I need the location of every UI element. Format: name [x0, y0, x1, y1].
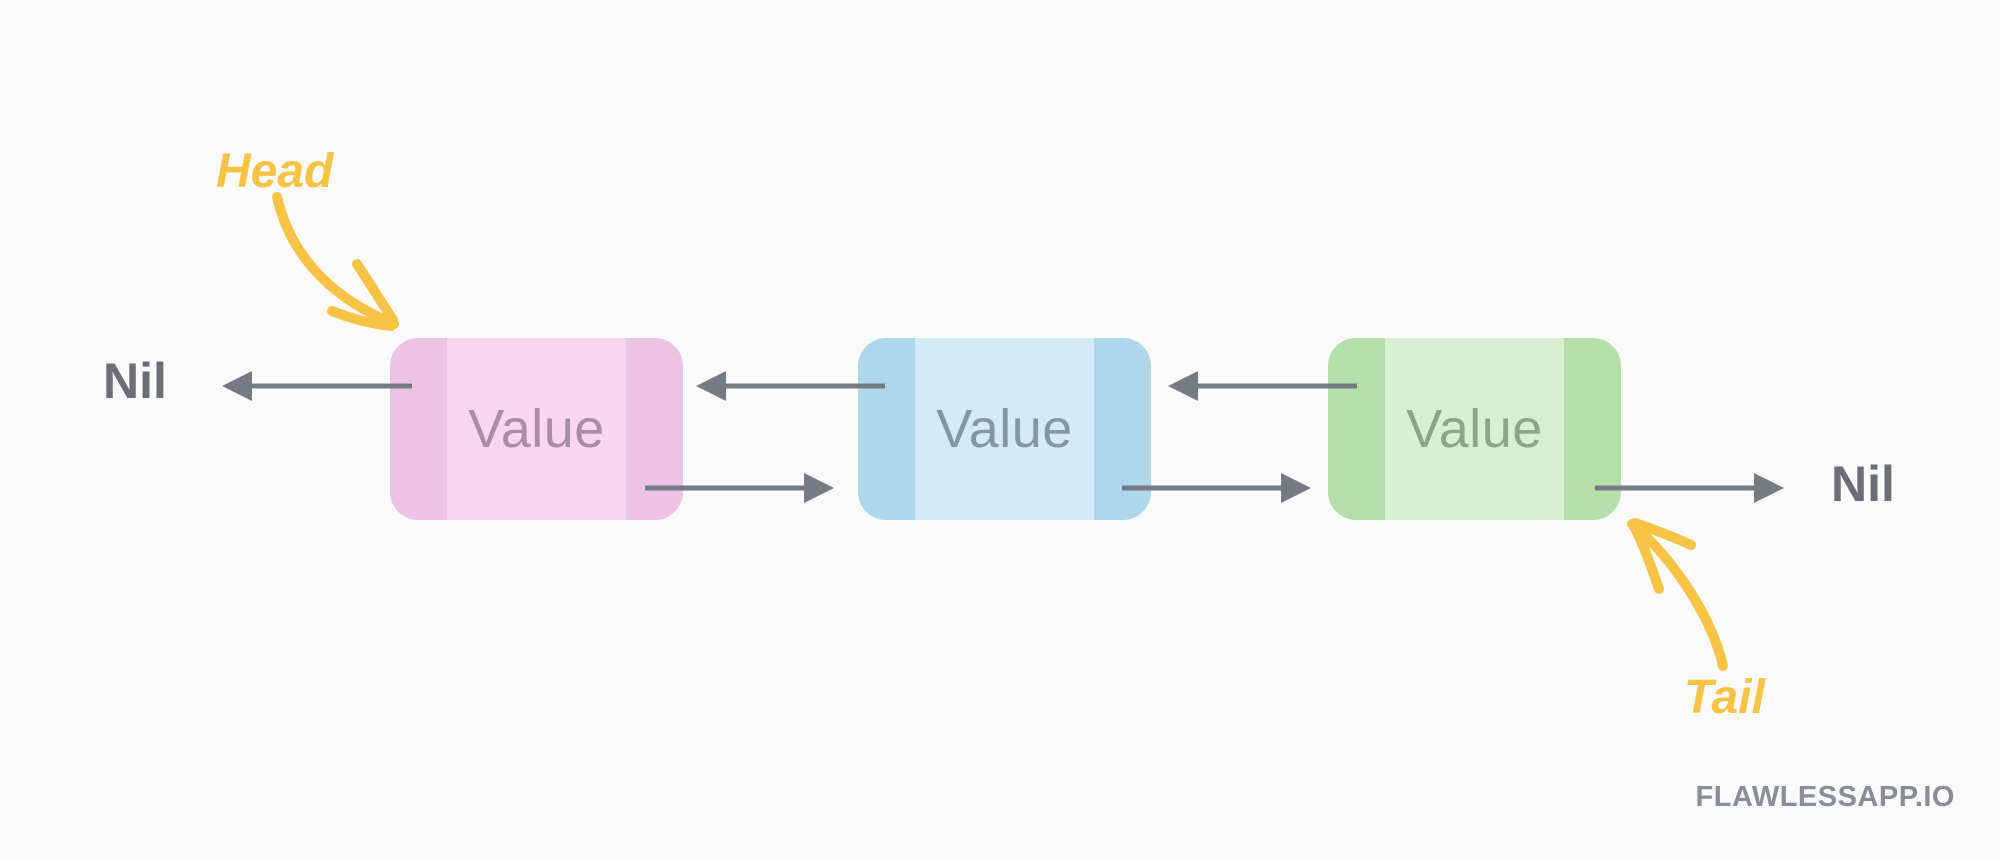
tail-annotation-label: Tail [1684, 671, 1765, 724]
list-node-tail: Value [1328, 338, 1621, 520]
nil-label-left: Nil [103, 353, 167, 409]
head-annotation-arrow-icon [272, 192, 399, 331]
node-value-label: Value [468, 399, 605, 459]
list-node-head: Value [390, 338, 683, 520]
node-value-label: Value [1406, 399, 1543, 459]
prev-arrow-head-to-nil [222, 371, 412, 401]
watermark: FLAWLESSAPP.IO [1695, 781, 1955, 813]
head-annotation-label: Head [216, 145, 334, 198]
tail-annotation-arrow-icon [1627, 518, 1728, 671]
list-node-middle: Value [858, 338, 1151, 520]
nil-label-right: Nil [1831, 456, 1895, 512]
node-value-label: Value [936, 399, 1073, 459]
next-arrow-tail-to-nil [1595, 473, 1784, 503]
prev-arrow-middle-to-head [696, 371, 885, 401]
